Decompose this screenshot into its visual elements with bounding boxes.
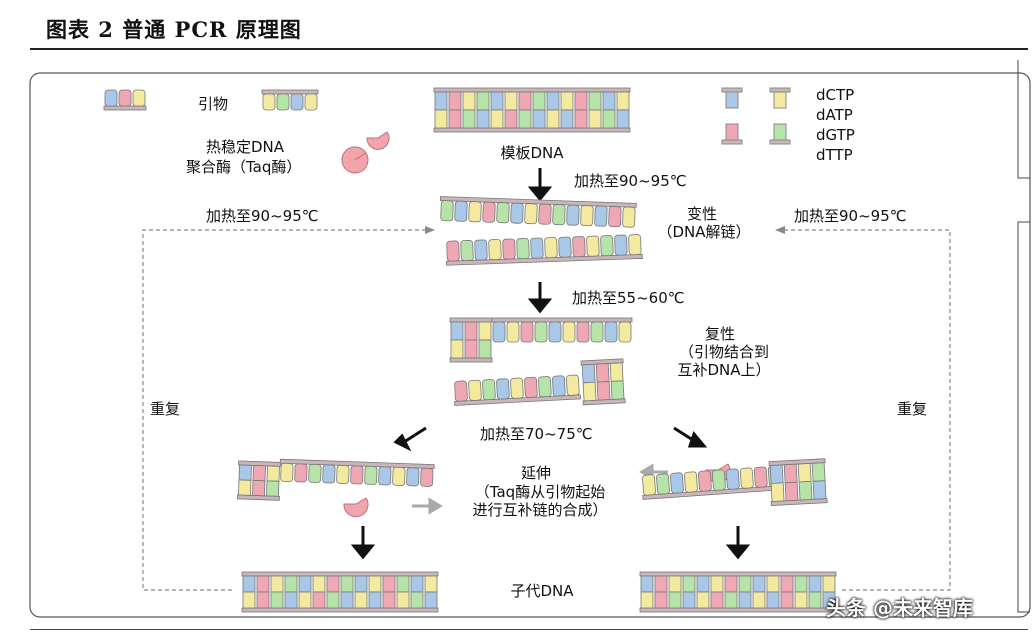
heat-step1-label: 加热至90~95℃ xyxy=(574,172,687,190)
dttp-label: dTTP xyxy=(816,146,853,164)
polymerase-label-line2: 聚合酶（Taq酶） xyxy=(186,158,302,176)
arrow-right-diag xyxy=(673,426,708,448)
daughter-dna-right xyxy=(639,571,837,613)
repeat-arrow-right xyxy=(775,226,785,234)
enzyme-legend-1 xyxy=(341,146,369,174)
extend-left-duplex xyxy=(236,460,282,501)
template-dna-label: 模板DNA xyxy=(500,144,564,162)
heat-step2-label: 加热至55~60℃ xyxy=(572,289,685,307)
denature-label-line1: 变性 xyxy=(686,205,718,223)
primer-icon-2 xyxy=(261,89,319,111)
primer-icon-1 xyxy=(103,89,147,111)
bracket-bottom xyxy=(1017,221,1030,613)
arrow-down-right xyxy=(725,526,751,560)
extend-right-duplex xyxy=(768,458,828,506)
enzyme-extend-left xyxy=(343,497,369,518)
anneal-label-line1: 复性 xyxy=(704,325,736,343)
anneal-top-primer-pair xyxy=(449,317,493,363)
repeat-arrow-left xyxy=(425,226,435,234)
repeat-left-label: 重复 xyxy=(150,400,181,418)
diagram-frame xyxy=(29,72,1031,618)
nucleotide-legend xyxy=(721,87,791,145)
figure-title: 图表 2 普通 PCR 原理图 xyxy=(46,17,302,42)
extend-label-line3: 进行互补链的合成） xyxy=(472,501,608,519)
arrow-left-diag xyxy=(393,426,427,452)
top-rule xyxy=(30,48,1028,50)
dctp-label: dCTP xyxy=(816,86,855,104)
extend-label-line1: 延伸 xyxy=(520,464,552,482)
heat-left-label: 加热至90~95℃ xyxy=(206,207,319,225)
anneal-bottom-primer-pair xyxy=(580,358,626,406)
dgtp-label: dGTP xyxy=(816,126,855,144)
heat-step3-label: 加热至70~75℃ xyxy=(480,425,593,443)
anneal-label-line2: （引物结合到 xyxy=(678,343,770,361)
primer-label: 引物 xyxy=(198,95,229,113)
bracket-top xyxy=(1017,60,1030,179)
repeat-loop-left xyxy=(142,229,432,591)
extend-left-strand xyxy=(279,458,435,487)
anneal-top-strand xyxy=(491,317,633,343)
arrow-down-left xyxy=(350,526,376,560)
heat-right-label: 加热至90~95℃ xyxy=(794,207,907,225)
extend-right-strand xyxy=(642,465,784,500)
repeat-loop-right xyxy=(778,229,951,591)
anneal-bottom-strand xyxy=(454,374,581,406)
bottom-rule xyxy=(30,629,1028,630)
daughter-dna-label: 子代DNA xyxy=(510,582,574,600)
denatured-strand-bottom xyxy=(445,234,643,266)
arrow-down-2 xyxy=(527,282,553,314)
watermark: 头条 @未来智库 xyxy=(826,596,973,620)
enzyme-legend-2 xyxy=(366,131,390,150)
daughter-dna-left xyxy=(241,571,439,613)
polymerase-label-line1: 热稳定DNA xyxy=(206,138,285,156)
arrow-down-1 xyxy=(527,168,553,202)
denatured-strand-top xyxy=(439,196,637,228)
repeat-right-label: 重复 xyxy=(897,400,928,418)
denature-label-line2: （DNA解链） xyxy=(657,223,751,241)
datp-label: dATP xyxy=(816,106,853,124)
template-dna xyxy=(433,87,631,133)
extend-arrow-right xyxy=(412,497,443,515)
anneal-label-line3: 互补DNA上） xyxy=(677,361,771,379)
extend-label-line2: （Taq酶从引物起始 xyxy=(474,483,606,501)
